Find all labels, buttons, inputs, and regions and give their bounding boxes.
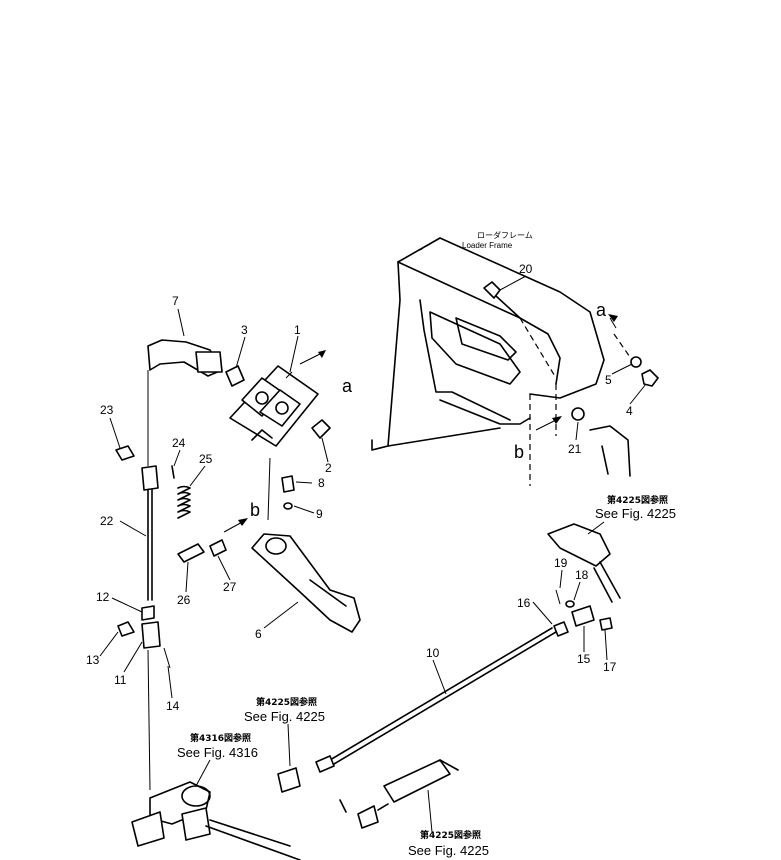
bolt-4-washer-5 xyxy=(613,333,659,387)
nut-27 xyxy=(209,539,227,557)
part-number: 15 xyxy=(577,652,591,666)
view-letter-b: b xyxy=(514,442,524,462)
nut-16 xyxy=(553,621,569,637)
pedal-6 xyxy=(251,533,361,633)
washer-9 xyxy=(283,502,293,510)
part-number: 5 xyxy=(605,373,612,387)
bolt-20 xyxy=(483,281,557,379)
bushing-2 xyxy=(311,419,331,439)
bolt-23 xyxy=(115,445,135,461)
stud-26 xyxy=(177,543,205,563)
part-number: 27 xyxy=(223,580,237,594)
nut-21 xyxy=(571,407,585,421)
bell-crank xyxy=(131,781,301,860)
bolt-8 xyxy=(281,475,295,493)
washer-18 xyxy=(565,600,575,608)
leader-lines xyxy=(99,275,647,787)
lever-7 xyxy=(147,339,223,466)
part-number: 14 xyxy=(166,699,180,713)
pin-14 xyxy=(163,647,171,669)
loader-frame xyxy=(371,237,605,486)
part-number: 4 xyxy=(626,404,633,418)
lever-right xyxy=(547,523,621,603)
bolt-17 xyxy=(599,617,613,631)
ref-label-en: See Fig. 4225 xyxy=(408,843,489,858)
part-number: 3 xyxy=(241,323,248,337)
part-number: 18 xyxy=(575,568,589,582)
part-number: 12 xyxy=(96,590,110,604)
bolt-13 xyxy=(117,621,135,637)
part-number: 10 xyxy=(426,646,440,660)
pedal-bracket-1 xyxy=(229,350,326,447)
part-number: 2 xyxy=(325,461,332,475)
ref-label-en: See Fig. 4225 xyxy=(595,506,676,521)
ref-label-en: See Fig. 4225 xyxy=(244,709,325,724)
part-number: 21 xyxy=(568,442,582,456)
part-number: 11 xyxy=(114,673,127,687)
pin-24 xyxy=(171,465,175,479)
part-number: 20 xyxy=(519,262,533,276)
part-number: 25 xyxy=(199,452,213,466)
part-number: 9 xyxy=(316,507,323,521)
frame-label-jp: ローダフレーム xyxy=(477,230,533,240)
part-number: 24 xyxy=(172,436,186,450)
cylinder xyxy=(357,759,459,829)
part-number: 6 xyxy=(255,627,262,641)
clevis-15 xyxy=(571,605,595,627)
view-letter-b: b xyxy=(250,500,260,520)
view-letter-a: a xyxy=(342,376,353,396)
rod-22 xyxy=(141,465,159,601)
ref-label-en: See Fig. 4316 xyxy=(177,745,258,760)
frame-label-en: Loader Frame xyxy=(462,241,513,250)
part-number: 8 xyxy=(318,476,325,490)
clevis-11 xyxy=(141,621,161,649)
view-letter-a: a xyxy=(596,300,607,320)
nut-12 xyxy=(141,605,155,621)
part-number: 7 xyxy=(172,294,179,308)
part-number: 22 xyxy=(100,514,114,528)
spring-25 xyxy=(177,485,191,519)
ref-label-jp: 第4225図参照 xyxy=(607,494,668,506)
part-number: 17 xyxy=(603,660,617,674)
ref-label-jp: 第4225図参照 xyxy=(256,696,317,708)
ref-label-jp: 第4225図参照 xyxy=(420,829,481,841)
part-number: 19 xyxy=(554,556,568,570)
rod-10 xyxy=(315,627,557,773)
clevis-lower-left xyxy=(277,767,301,793)
part-number: 13 xyxy=(86,653,100,667)
ref-label-jp: 第4316図参照 xyxy=(190,732,251,744)
part-number: 23 xyxy=(100,403,114,417)
part-number: 26 xyxy=(177,593,191,607)
pin-19 xyxy=(555,589,561,605)
bushing-3 xyxy=(225,365,245,387)
part-number: 16 xyxy=(517,596,531,610)
part-number: 1 xyxy=(294,323,301,337)
